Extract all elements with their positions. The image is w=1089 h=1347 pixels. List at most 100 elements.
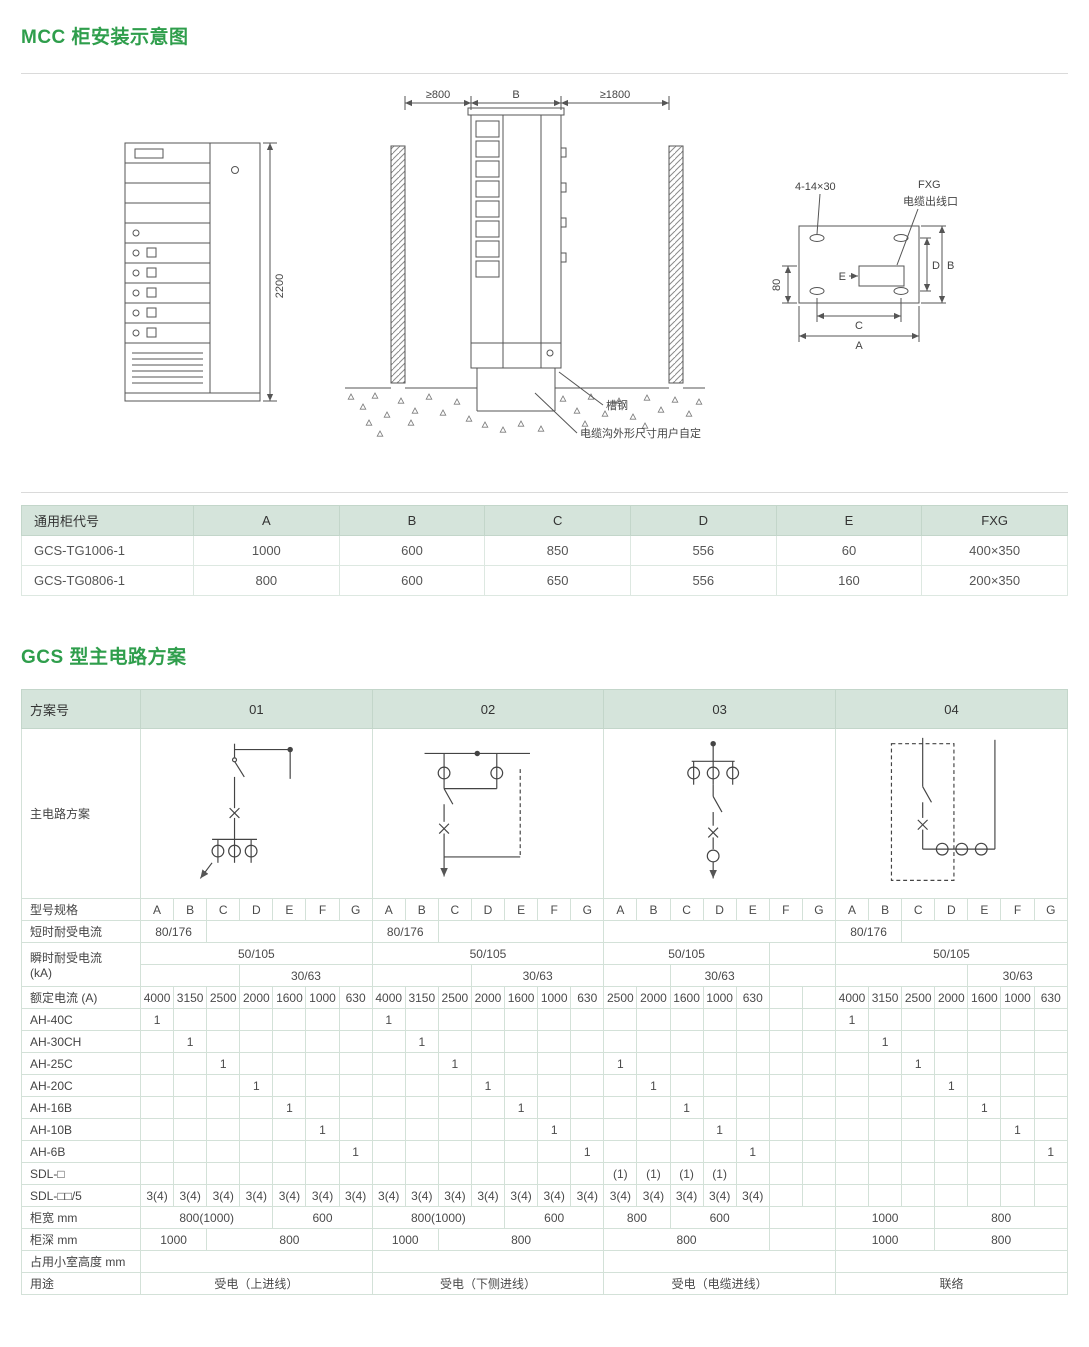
col-header-d: D (629, 505, 777, 536)
scheme-cell (967, 1162, 1002, 1185)
scheme-cell (305, 1030, 340, 1053)
scheme-cell (868, 1184, 903, 1207)
dim-value: 200×350 (921, 565, 1068, 596)
scheme-cell: F (768, 898, 803, 921)
dim-value: 600 (338, 535, 486, 566)
scheme-cell: G (570, 898, 605, 921)
scheme-cell (801, 1184, 836, 1207)
scheme-cell (206, 1030, 241, 1053)
scheme-cell: 3150 (173, 986, 208, 1009)
scheme-cell: B (636, 898, 671, 921)
scheme-cell (1033, 1162, 1069, 1185)
scheme-cell: 1 (702, 1118, 737, 1141)
side-dim-left: ≥800 (426, 89, 450, 101)
scheme-cell (206, 920, 373, 943)
row-label-short-time-current: 短时耐受电流 (21, 920, 141, 943)
scheme-cell: 1 (139, 1008, 175, 1031)
cabinet-table-header-row: 通用柜代号 A B C D E FXG (21, 505, 1068, 536)
scheme-cell (834, 1250, 1069, 1273)
row-label-ah-20c: AH-20C (21, 1074, 141, 1097)
scheme-cell (768, 1118, 803, 1141)
scheme-cell (404, 1118, 439, 1141)
circuit-diagram-03 (686, 740, 739, 878)
scheme-cell: 1 (934, 1074, 969, 1097)
scheme-cell (239, 1162, 274, 1185)
row-label-spec: 型号规格 (21, 898, 141, 921)
scheme-cell: 1600 (272, 986, 307, 1009)
scheme-cell: 1000 (537, 986, 572, 1009)
dim-value: 600 (338, 565, 486, 596)
scheme-cell: 600 (272, 1206, 373, 1229)
scheme-cell: 800 (934, 1228, 1068, 1251)
scheme-cell (305, 1074, 340, 1097)
scheme-cell (669, 1052, 704, 1075)
cabinet-code: GCS-TG0806-1 (21, 565, 194, 596)
scheme-cell (173, 1096, 208, 1119)
scheme-cell (206, 1096, 241, 1119)
scheme-cell (239, 1096, 274, 1119)
scheme-cell (702, 1052, 737, 1075)
scheme-header-03: 03 (603, 689, 836, 729)
scheme-cell: C (901, 898, 936, 921)
scheme-cell: B (868, 898, 903, 921)
scheme-cell: 1000 (1000, 986, 1035, 1009)
scheme-cell: 1000 (139, 1228, 208, 1251)
scheme-cell: 1 (173, 1030, 208, 1053)
scheme-cell (470, 1030, 506, 1053)
scheme-cell (504, 1140, 539, 1163)
scheme-cell: 630 (735, 986, 770, 1009)
scheme-cell (206, 1118, 241, 1141)
scheme-cell: 1600 (504, 986, 539, 1009)
scheme-cell: C (437, 898, 472, 921)
scheme-cell: 1 (504, 1096, 539, 1119)
scheme-cell: 4000 (834, 986, 870, 1009)
scheme-cell (934, 1096, 969, 1119)
scheme-cell: 1 (1000, 1118, 1035, 1141)
scheme-cell (173, 1118, 208, 1141)
scheme-cell: 50/105 (603, 942, 770, 965)
side-dim-right: ≥1800 (600, 89, 631, 101)
col-header-a: A (193, 505, 340, 536)
scheme-cell (868, 1118, 903, 1141)
scheme-cell (504, 1118, 539, 1141)
scheme-cell: 3(4) (239, 1184, 274, 1207)
row-label-sdl-5: SDL-□□/5 (21, 1184, 141, 1207)
scheme-cell (603, 1250, 836, 1273)
scheme-cell (537, 1030, 572, 1053)
scheme-cell (272, 1140, 307, 1163)
scheme-cell (603, 1118, 638, 1141)
scheme-cell (504, 1052, 539, 1075)
scheme-cell (206, 1140, 241, 1163)
scheme-cell: 2500 (603, 986, 638, 1009)
scheme-cell (967, 1030, 1002, 1053)
circuit-diagram-cell-03 (603, 728, 836, 899)
scheme-cell (173, 1052, 208, 1075)
row-label-ah-40c: AH-40C (21, 1008, 141, 1031)
scheme-cell: 3(4) (504, 1184, 539, 1207)
scheme-cell (404, 1052, 439, 1075)
scheme-cell: 1 (834, 1008, 870, 1031)
scheme-cell: G (338, 898, 373, 921)
scheme-cell: 1600 (669, 986, 704, 1009)
scheme-cell (570, 1030, 605, 1053)
scheme-cell (272, 1162, 307, 1185)
scheme-cell (801, 1096, 836, 1119)
scheme-cell (735, 1030, 770, 1053)
scheme-cell (735, 1052, 770, 1075)
scheme-cell: 3(4) (437, 1184, 472, 1207)
scheme-cell (206, 1162, 241, 1185)
scheme-cell (834, 1162, 870, 1185)
scheme-cell: 3(4) (636, 1184, 671, 1207)
scheme-cell: D (702, 898, 737, 921)
scheme-cell: 2500 (206, 986, 241, 1009)
scheme-cell: 1 (901, 1052, 936, 1075)
scheme-cell (139, 964, 241, 987)
scheme-cell (206, 1074, 241, 1097)
scheme-cell (868, 1008, 903, 1031)
scheme-cell (305, 1140, 340, 1163)
scheme-cell: 联络 (834, 1272, 1069, 1295)
scheme-cell: 1 (272, 1096, 307, 1119)
scheme-cell: 80/176 (139, 920, 208, 943)
